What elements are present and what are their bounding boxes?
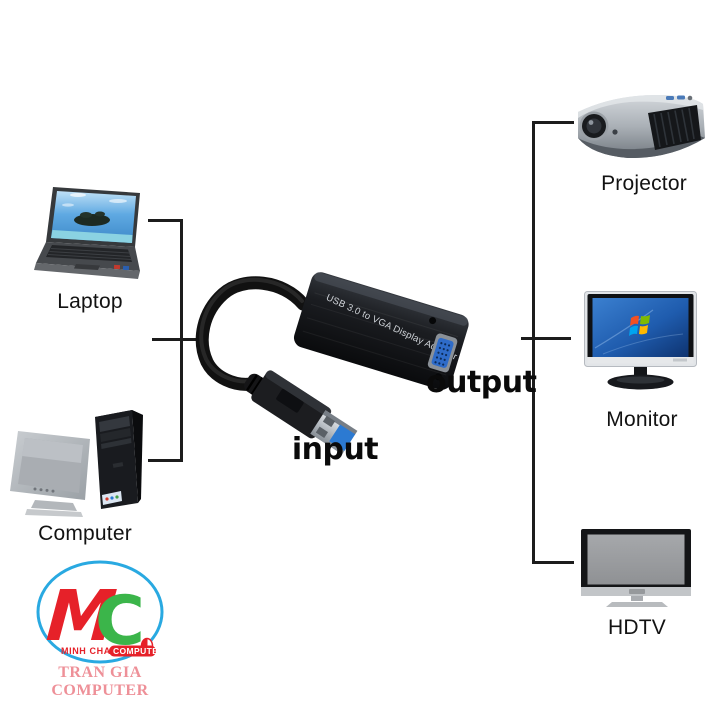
monitor-image bbox=[584, 291, 697, 390]
connector-right-vertical bbox=[532, 121, 535, 564]
connector-input-stub bbox=[152, 338, 208, 341]
computer-monitor bbox=[10, 431, 90, 517]
computer-tower bbox=[95, 410, 143, 509]
laptop-image bbox=[34, 187, 140, 279]
logo-brand-right: COMPUTER bbox=[113, 646, 165, 656]
windows-flag-icon bbox=[629, 315, 650, 336]
output-label: output bbox=[426, 365, 537, 400]
usb-plug bbox=[251, 370, 358, 455]
vga-port bbox=[427, 317, 458, 381]
hdtv-stand bbox=[606, 596, 668, 607]
store-logo: M C MINH CHAU COMPUTER bbox=[36, 560, 165, 664]
connector-projector-stub bbox=[532, 121, 574, 124]
usb-vga-adapter-image: USB 3.0 to VGA Display Adapter bbox=[195, 272, 469, 455]
connector-hdtv-stub bbox=[532, 561, 574, 564]
laptop-label: Laptop bbox=[57, 290, 123, 313]
connector-laptop-stub bbox=[148, 219, 183, 222]
connector-monitor-stub bbox=[521, 337, 571, 340]
projector-vent bbox=[648, 105, 701, 150]
adapter-cable bbox=[195, 276, 310, 391]
laptop-screen bbox=[46, 187, 140, 247]
logo-monogram-m: M bbox=[44, 575, 119, 657]
connector-computer-stub bbox=[148, 459, 183, 462]
monitor-stand bbox=[607, 367, 674, 390]
monitor-screen bbox=[584, 291, 697, 367]
monitor-label: Monitor bbox=[606, 408, 678, 431]
projector-lens bbox=[579, 111, 618, 141]
projector-label: Projector bbox=[601, 172, 687, 195]
logo-brand-left: MINH CHAU bbox=[61, 646, 118, 656]
logo-ring bbox=[36, 560, 164, 664]
footer-brand-text: TRAN GIA COMPUTER bbox=[51, 664, 149, 699]
adapter-body: USB 3.0 to VGA Display Adapter bbox=[293, 272, 469, 390]
logo-brand-pill bbox=[109, 645, 156, 657]
computer-image bbox=[10, 410, 143, 517]
hdtv-image bbox=[581, 529, 691, 607]
computer-label: Computer bbox=[38, 522, 132, 545]
hdtv-screen bbox=[581, 529, 691, 596]
laptop-base bbox=[34, 242, 140, 279]
projector-image bbox=[578, 94, 705, 159]
hdtv-label: HDTV bbox=[608, 616, 666, 639]
input-label: input bbox=[291, 432, 379, 467]
